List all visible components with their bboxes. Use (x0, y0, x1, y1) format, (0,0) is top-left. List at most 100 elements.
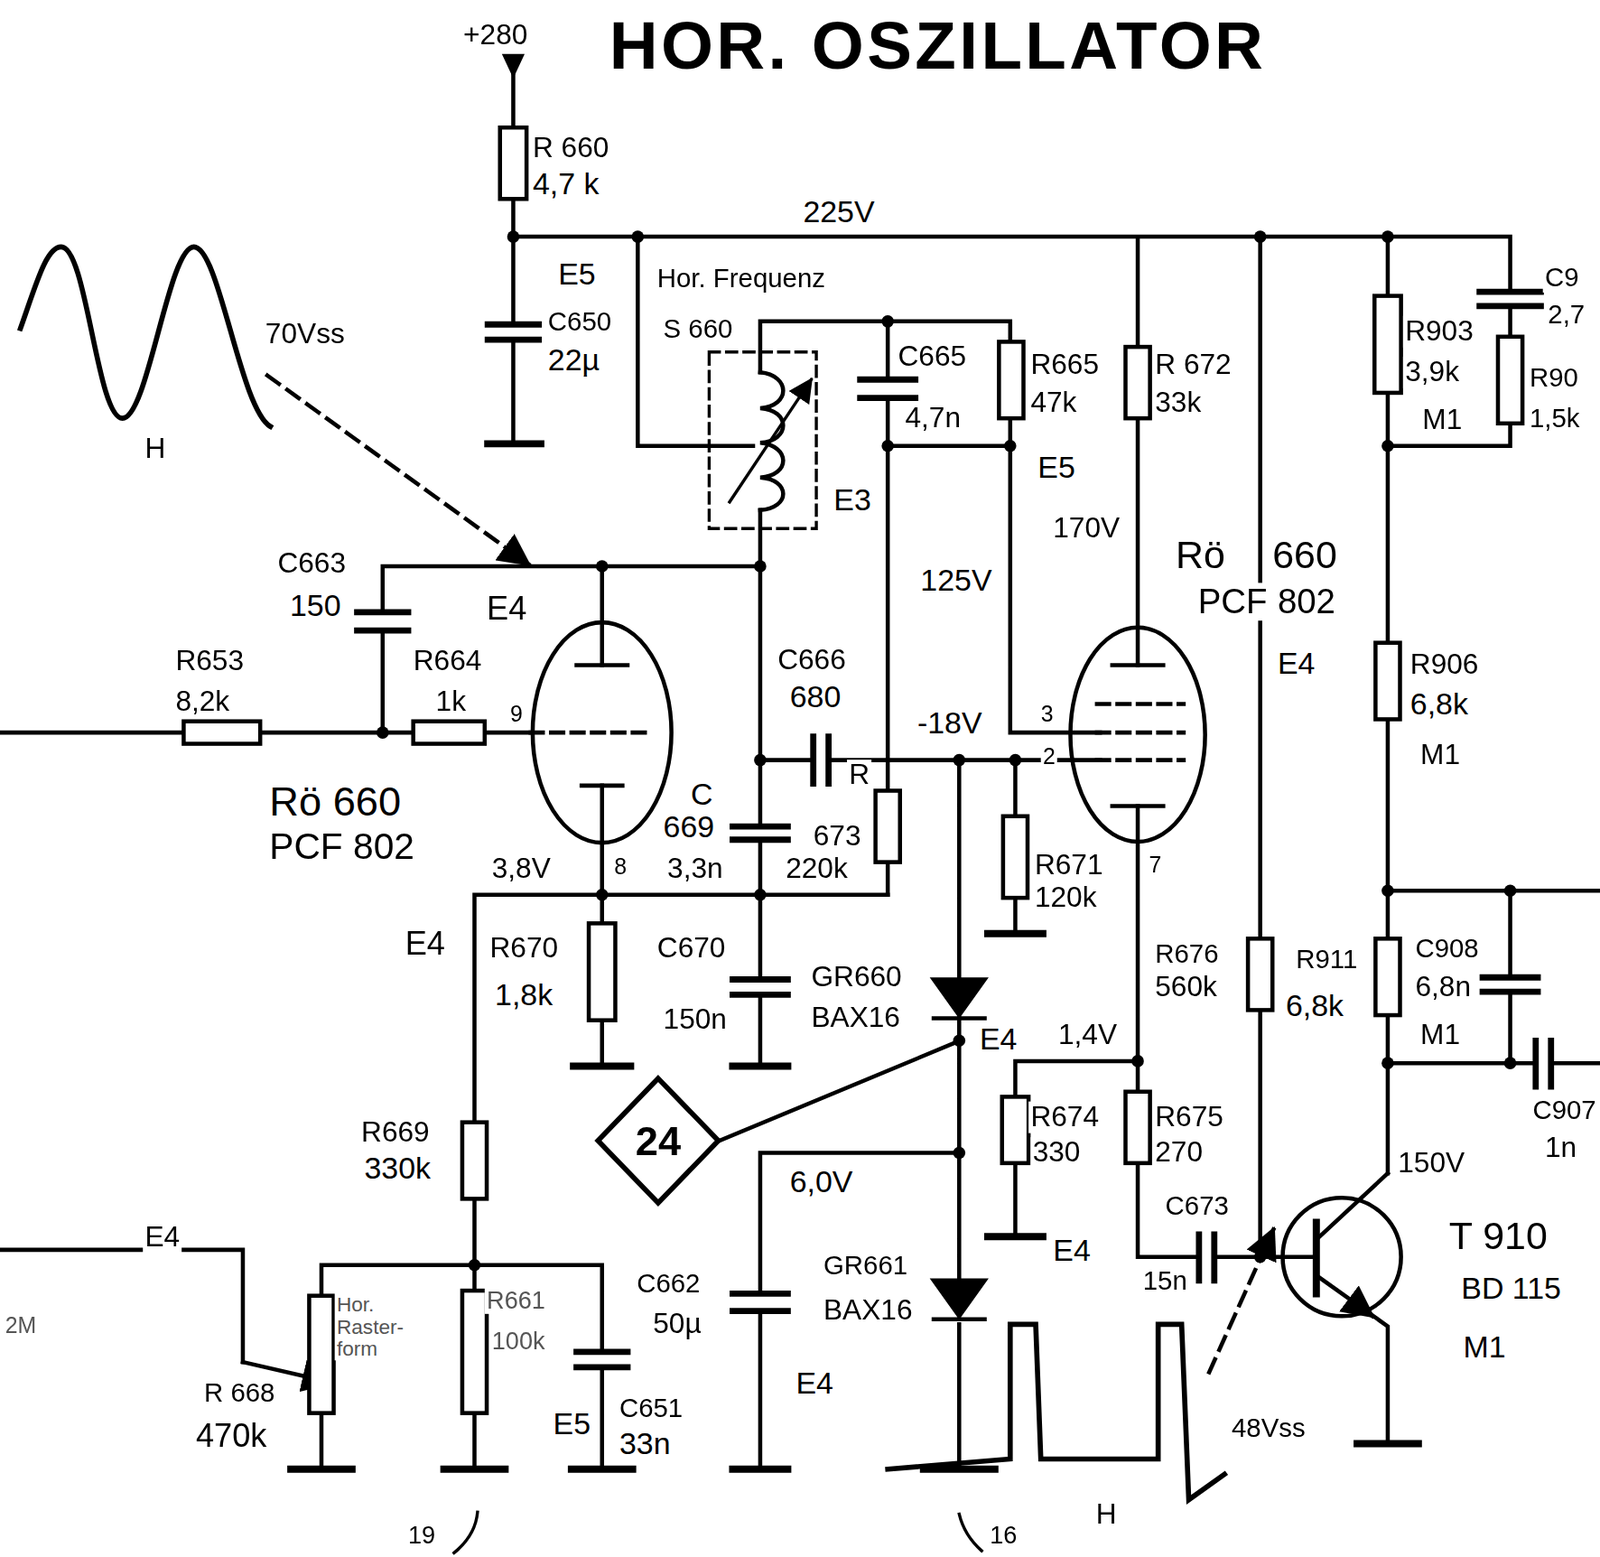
part-label: 470k (194, 1418, 270, 1455)
tube-grid (530, 703, 1184, 760)
part-label: C662 (634, 1268, 703, 1298)
part-label: R676 (1153, 939, 1221, 968)
part-label: C670 (655, 932, 728, 965)
part-label: 33k (1153, 387, 1204, 419)
part-label: C9 (1543, 262, 1582, 292)
part-label: BD 115 (1459, 1270, 1563, 1304)
part-label: 660 (1270, 534, 1340, 577)
part-label: 47k (1028, 387, 1080, 419)
part-label: 669 (660, 809, 717, 843)
part-label: 1k (433, 686, 468, 718)
part-label: M1 (1460, 1330, 1508, 1364)
part-label: 22µ (546, 342, 603, 376)
transistor-symbol (1283, 1197, 1402, 1316)
part-label: E4 (402, 925, 447, 962)
part-label: 3 (1038, 701, 1055, 726)
part-label: -18V (915, 705, 985, 739)
part-label: 150V (1395, 1146, 1467, 1179)
part-label: H (142, 433, 168, 466)
part-label: R665 (1028, 349, 1101, 382)
part-label: R90 (1527, 362, 1581, 392)
part-label: C (688, 776, 716, 810)
part-label: M1 (1420, 404, 1464, 437)
junction-dot (376, 230, 1517, 1271)
part-label: E4 (484, 591, 530, 628)
part-label: 3,3n (665, 853, 726, 885)
part-label: 33n (617, 1426, 673, 1461)
part-label: R911 (1293, 944, 1360, 974)
part-label: 19 (406, 1521, 438, 1549)
part-label: R 660 (530, 131, 612, 164)
part-label: E4 (793, 1365, 836, 1399)
part-label: R661 (484, 1286, 548, 1314)
part-label: 2,7 (1545, 299, 1587, 329)
part-label: R 668 (202, 1377, 278, 1407)
part-label: C663 (275, 548, 348, 580)
part-label: E5 (1035, 450, 1078, 484)
part-label: Rö (1173, 534, 1228, 577)
part-label: 6,8k (1408, 687, 1471, 721)
part-label: 270 (1153, 1136, 1205, 1169)
part-label: C666 (775, 644, 848, 677)
part-label: 802 (1275, 582, 1339, 621)
part-label: C907 (1530, 1095, 1599, 1125)
part-label: 2 (1041, 744, 1058, 770)
part-label: 680 (787, 679, 843, 714)
part-label: 6,0V (787, 1164, 855, 1199)
part-label: R653 (173, 645, 246, 678)
part-label: 50µ (651, 1308, 704, 1340)
pulse-waveform (887, 1323, 1225, 1499)
part-label: Hor. Frequenz (655, 263, 828, 293)
part-label: 560k (1153, 971, 1219, 1004)
coil-shield (708, 352, 817, 529)
part-label: 3,8V (489, 853, 553, 885)
part-label: R670 (487, 932, 560, 965)
part-label: 330 (1030, 1136, 1082, 1169)
part-label: GR661 (821, 1250, 911, 1280)
part-label: E4 (1275, 646, 1318, 680)
part-label: 1,5k (1527, 403, 1582, 433)
ground-symbol (290, 443, 1419, 1469)
part-label: 220k (783, 853, 850, 885)
part-label: R675 (1153, 1101, 1226, 1134)
part-label: 170V (1051, 512, 1122, 545)
supply-arrow (504, 55, 521, 74)
part-label: 1,8k (493, 977, 556, 1012)
part-label: 1n (1543, 1132, 1580, 1164)
part-label: H (1093, 1498, 1118, 1531)
part-label: R669 (359, 1116, 432, 1149)
part-label: BAX16 (821, 1294, 915, 1327)
part-label: R906 (1408, 649, 1481, 681)
part-label: BAX16 (809, 1002, 903, 1034)
part-label: S 660 (660, 314, 735, 344)
part-label: +280 (461, 19, 531, 52)
part-label: 4,7 k (530, 167, 602, 201)
base-bar (1312, 1221, 1321, 1294)
part-label: C673 (1162, 1190, 1231, 1220)
part-label: E4 (1051, 1232, 1093, 1266)
part-label: PCF (1195, 582, 1269, 621)
part-label: 125V (918, 562, 995, 596)
part-label: 48Vss (1229, 1413, 1308, 1442)
part-label: Rö 660 (267, 778, 403, 824)
part-label: 673 (810, 820, 863, 853)
capacitor-symbol (357, 291, 1552, 1368)
part-label: 8,2k (173, 686, 232, 718)
part-label: E4 (142, 1221, 182, 1254)
part-label: E5 (556, 256, 598, 290)
part-label: E3 (831, 483, 874, 517)
part-label: 150 (288, 587, 344, 622)
part-label: Hor. Raster-form (334, 1292, 437, 1360)
part-label: 1,4V (1056, 1019, 1120, 1052)
part-label: 100k (489, 1328, 547, 1356)
part-label: 7 (1146, 852, 1163, 877)
diagram-title: HOR. OSZILLATOR (609, 9, 1267, 84)
part-label: GR660 (809, 961, 904, 994)
part-label: 2M (2, 1313, 38, 1339)
part-label: 9 (508, 701, 525, 726)
callout-diamond: 24 (595, 1076, 721, 1205)
signal-arrow (1209, 1228, 1274, 1372)
signal-arrow (267, 375, 529, 565)
